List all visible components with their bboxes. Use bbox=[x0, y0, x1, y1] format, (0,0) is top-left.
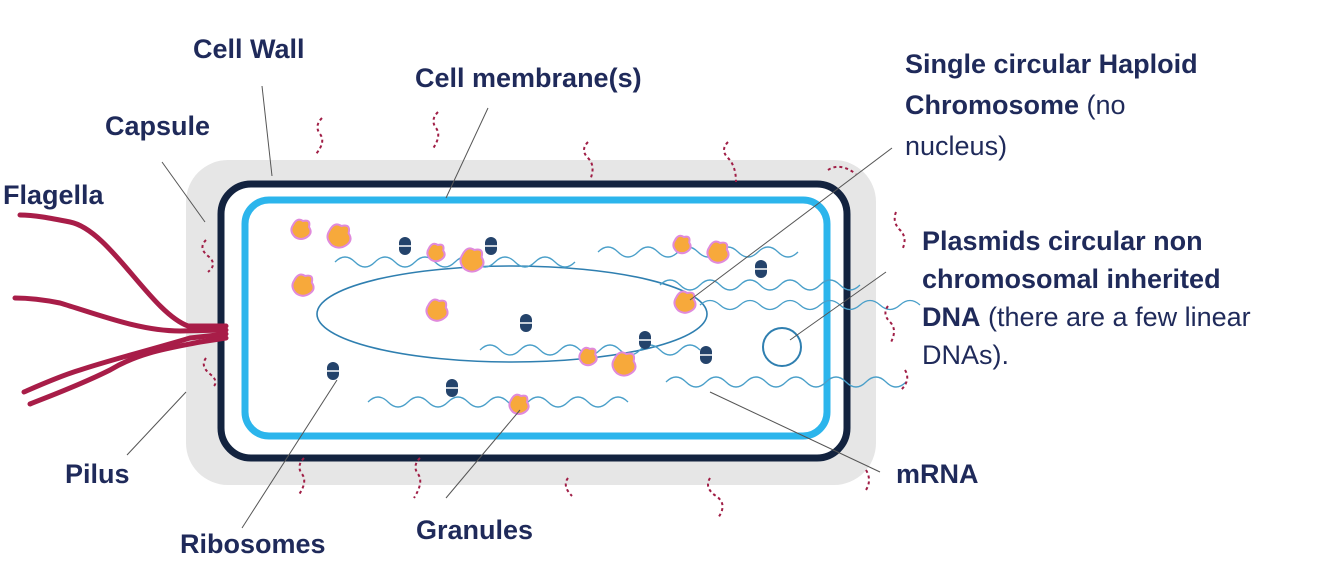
label-cell-wall: Cell Wall bbox=[193, 34, 305, 64]
label-ribosomes: Ribosomes bbox=[180, 529, 326, 559]
chromosome-ellipse bbox=[316, 265, 708, 363]
label-chromosome: Single circular Haploid Chromosome (no n… bbox=[905, 44, 1198, 167]
pili bbox=[201, 111, 909, 519]
label-pilus: Pilus bbox=[65, 459, 130, 489]
granule bbox=[426, 242, 446, 263]
label-plasmids: Plasmids circular non chromosomal inheri… bbox=[922, 222, 1251, 374]
plasmid-circle bbox=[762, 327, 802, 367]
label-flagella: Flagella bbox=[3, 180, 104, 210]
plasmids-line-4: DNAs). bbox=[922, 340, 1009, 370]
granule bbox=[578, 346, 598, 367]
plasmids-bold: DNA bbox=[922, 302, 981, 332]
granule bbox=[459, 247, 485, 273]
granule bbox=[508, 393, 530, 415]
plasmids-line-2: chromosomal inherited bbox=[922, 264, 1221, 294]
chromosome-rest: (no bbox=[1079, 90, 1126, 120]
plasmids-line-3: DNA (there are a few linear bbox=[922, 298, 1251, 336]
chromosome-line-2: Chromosome (no bbox=[905, 85, 1198, 126]
granule bbox=[326, 223, 352, 249]
plasmids-rest: (there are a few linear bbox=[980, 302, 1251, 332]
granules bbox=[290, 218, 730, 415]
leader-lines bbox=[126, 85, 893, 529]
chromosome-line-3: nucleus) bbox=[905, 131, 1008, 161]
cell-membrane bbox=[241, 196, 831, 440]
label-mrna: mRNA bbox=[896, 459, 979, 489]
granule bbox=[290, 218, 312, 240]
granule bbox=[425, 298, 449, 322]
label-granules: Granules bbox=[416, 515, 534, 545]
flagella bbox=[12, 212, 229, 407]
chromosome-line-1: Single circular Haploid bbox=[905, 49, 1198, 79]
granule bbox=[611, 351, 637, 377]
chromosome-bold: Chromosome bbox=[905, 90, 1080, 120]
label-cell-membrane: Cell membrane(s) bbox=[415, 63, 642, 93]
cell-wall bbox=[217, 180, 851, 462]
granule bbox=[673, 290, 697, 314]
label-capsule: Capsule bbox=[105, 111, 211, 141]
granule bbox=[672, 234, 692, 255]
granule bbox=[291, 273, 315, 297]
plasmids-line-1: Plasmids circular non bbox=[922, 226, 1203, 256]
ribosomes bbox=[327, 237, 767, 397]
granule bbox=[706, 240, 730, 264]
